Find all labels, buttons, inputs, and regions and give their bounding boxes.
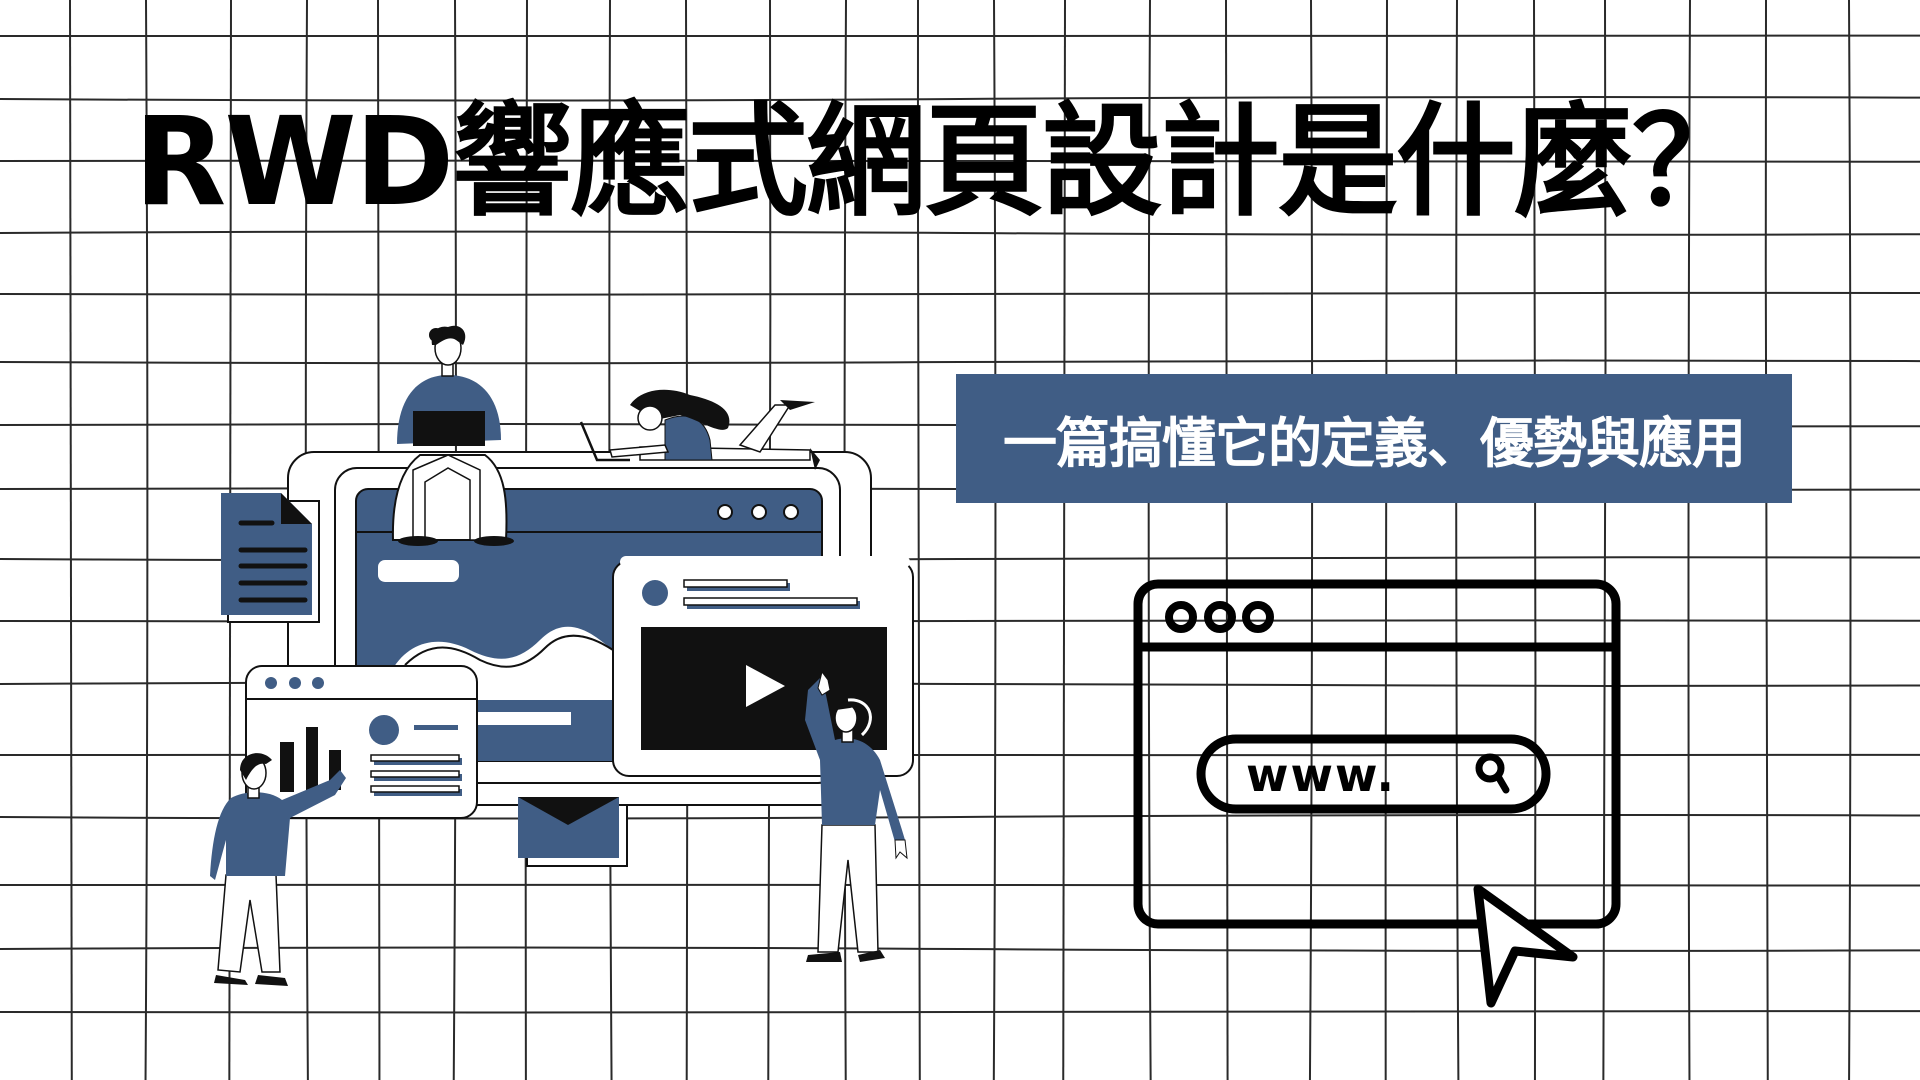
grid-line-vertical bbox=[1062, 0, 1066, 1080]
woman-lying-with-laptop bbox=[579, 389, 820, 470]
grid-line-vertical bbox=[1848, 0, 1852, 1080]
subtitle-banner: 一篇搞懂它的定義、優勢與應用 bbox=[956, 374, 1792, 503]
arrow-cursor-icon bbox=[1473, 884, 1578, 1008]
laptop-icon bbox=[579, 421, 630, 462]
page-title-container: RWD響應式網頁設計是什麼？ bbox=[134, 91, 1752, 233]
envelope-icon bbox=[518, 797, 628, 867]
chart-card bbox=[245, 665, 478, 819]
grid-line-horizontal bbox=[0, 946, 1920, 952]
white-pill bbox=[378, 560, 459, 582]
grid-line-horizontal bbox=[0, 1010, 1920, 1014]
grid-line-vertical bbox=[1764, 0, 1769, 1080]
magnifier-icon bbox=[1475, 753, 1510, 794]
grid-line-vertical bbox=[916, 0, 921, 1080]
window-dots-icon bbox=[717, 504, 799, 520]
grid-line-vertical bbox=[992, 0, 997, 1080]
laptop-icon bbox=[413, 411, 485, 446]
page-title: RWD響應式網頁設計是什麼？ bbox=[134, 91, 1752, 233]
grid-line-horizontal bbox=[0, 359, 1920, 365]
man-sitting-with-laptop bbox=[391, 325, 514, 546]
grid-line-horizontal bbox=[0, 159, 1920, 163]
grid-line-horizontal bbox=[0, 96, 1920, 102]
grid-line-vertical bbox=[69, 0, 73, 1080]
man-reaching-to-video bbox=[805, 670, 908, 962]
document-icon bbox=[221, 493, 320, 623]
white-bar bbox=[475, 712, 571, 725]
grid-line-vertical bbox=[1687, 0, 1691, 1080]
man-pointing-at-chart bbox=[210, 753, 346, 986]
grid-line-horizontal bbox=[0, 883, 1920, 887]
grid-line-horizontal bbox=[0, 291, 1920, 296]
browser-window-frame bbox=[1133, 579, 1621, 929]
grid-line-horizontal bbox=[0, 230, 1920, 236]
grid-line-vertical bbox=[144, 0, 149, 1080]
subtitle-text: 一篇搞懂它的定義、優勢與應用 bbox=[1003, 412, 1746, 475]
play-icon bbox=[746, 665, 785, 707]
address-bar bbox=[1196, 734, 1551, 814]
window-dots-icon bbox=[1165, 601, 1274, 633]
address-bar-text: www. bbox=[1246, 748, 1397, 802]
